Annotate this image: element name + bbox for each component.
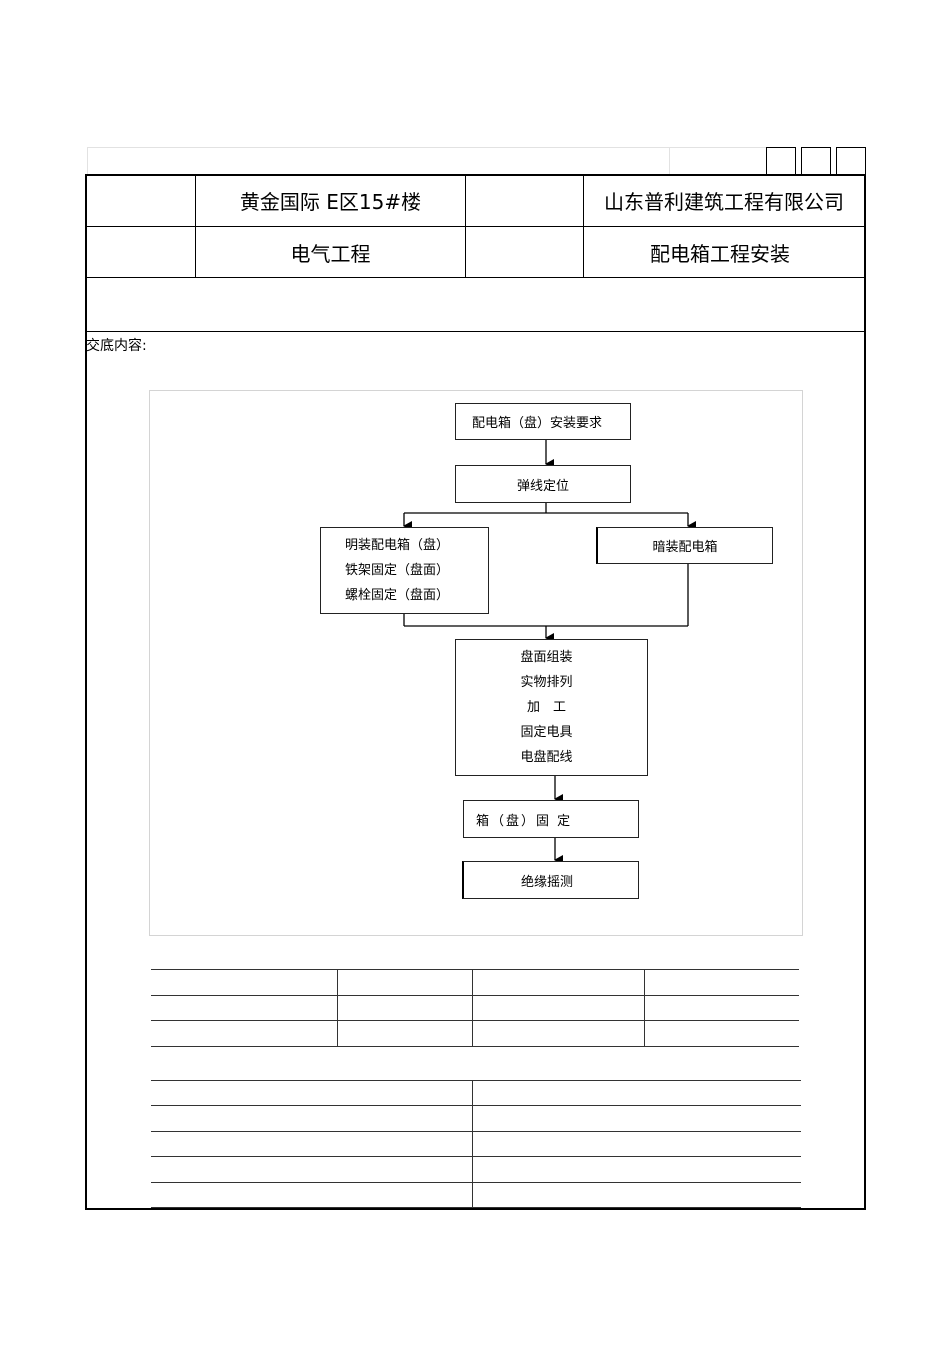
page-box-2 — [801, 147, 831, 175]
flow-step-marking: 弹线定位 — [455, 465, 631, 503]
row-divider-2 — [86, 277, 865, 278]
surface-line-1: 明装配电箱（盘） — [345, 538, 450, 553]
surface-line-2: 铁架固定（盘面） — [345, 563, 450, 578]
flowchart-frame — [149, 390, 803, 936]
table2-line-3 — [151, 1131, 801, 1132]
row-divider-1 — [86, 226, 865, 227]
flow-fix-box: 箱（盘）固 定 — [463, 800, 639, 838]
col-divider-3 — [583, 175, 584, 278]
header-strip-right — [670, 147, 766, 175]
content-label: 交底内容: — [86, 338, 147, 354]
table2-col-1 — [472, 1080, 473, 1208]
table1-line-4 — [151, 1046, 799, 1047]
table2-line-2 — [151, 1105, 801, 1106]
panel-line-1: 盘面组装 — [520, 650, 573, 665]
table1-col-1 — [337, 969, 338, 1046]
table1-line-3 — [151, 1020, 799, 1021]
discipline: 电气工程 — [290, 241, 371, 266]
table1-line-1 — [151, 969, 799, 970]
flow-start-box: 配电箱（盘）安装要求 — [455, 403, 631, 440]
table2-line-6 — [151, 1207, 801, 1208]
page-box-1 — [766, 147, 796, 175]
flow-surface-box: 明装配电箱（盘） 铁架固定（盘面） 螺栓固定（盘面） — [320, 527, 489, 614]
table1-col-2 — [472, 969, 473, 1046]
page-box-3 — [836, 147, 866, 175]
row-divider-3 — [86, 331, 865, 332]
table2-line-4 — [151, 1156, 801, 1157]
surface-line-3: 螺栓固定（盘面） — [345, 588, 450, 603]
flow-test-box: 绝缘摇测 — [462, 861, 639, 899]
panel-line-3: 加 工 — [526, 700, 566, 715]
table2-line-1 — [151, 1080, 801, 1081]
col-divider-2 — [465, 175, 466, 278]
flow-concealed-box: 暗装配电箱 — [596, 527, 773, 564]
table1-line-2 — [151, 995, 799, 996]
table2-line-5 — [151, 1182, 801, 1183]
project-name: 黄金国际 E区15#楼 — [239, 190, 422, 214]
panel-line-4: 固定电具 — [520, 725, 573, 740]
company-name: 山东普利建筑工程有限公司 — [604, 190, 844, 214]
col-divider-1 — [195, 175, 196, 278]
table1-col-3 — [644, 969, 645, 1046]
disclosure-form — [85, 174, 866, 1210]
item-name: 配电箱工程安装 — [650, 241, 790, 266]
header-strip — [87, 147, 670, 175]
panel-line-2: 实物排列 — [520, 675, 573, 690]
flow-panel-box: 盘面组装 实物排列 加 工 固定电具 电盘配线 — [455, 639, 648, 776]
panel-line-5: 电盘配线 — [520, 750, 573, 765]
